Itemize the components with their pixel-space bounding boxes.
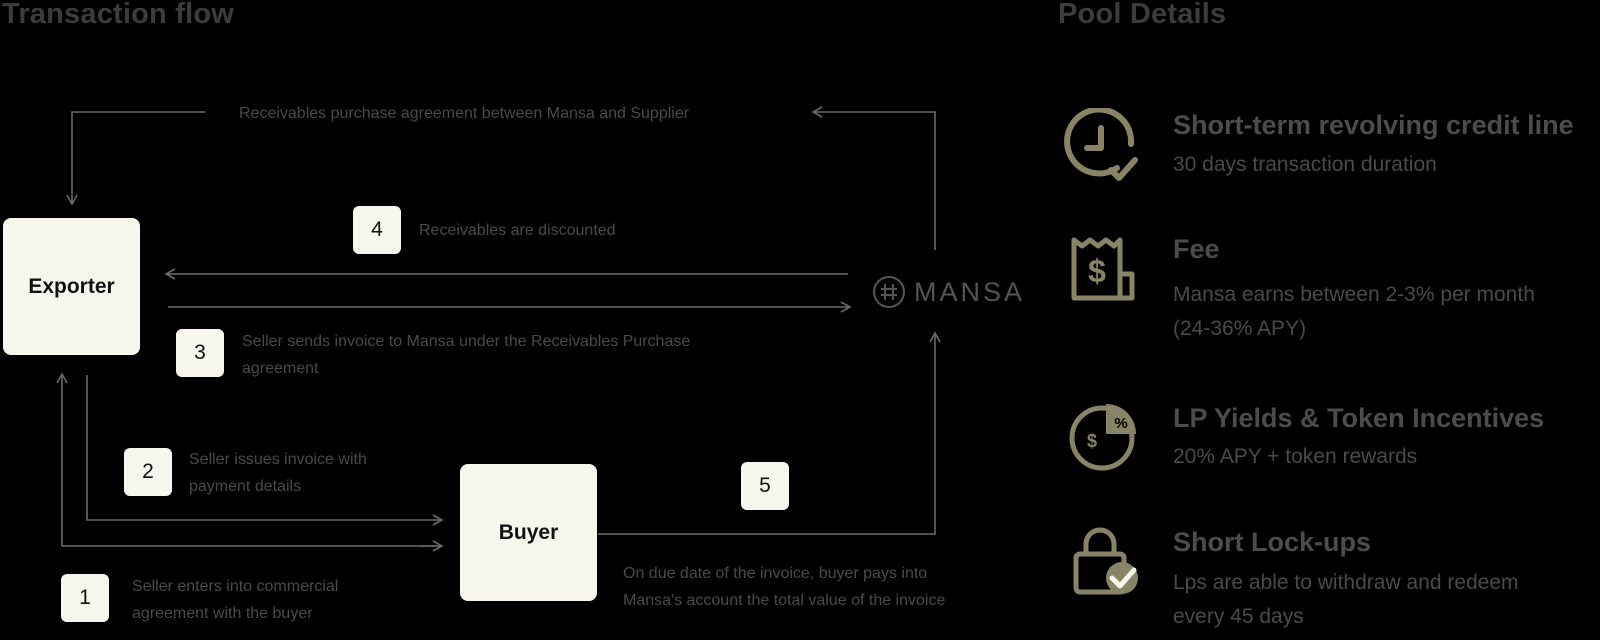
pool-item-3-title: LP Yields & Token Incentives <box>1173 403 1545 433</box>
clock-check-icon <box>1063 108 1139 184</box>
arrow-commercial-agreement <box>56 372 442 547</box>
pool-item-1-desc: 30 days transaction duration <box>1173 153 1437 176</box>
svg-text:$: $ <box>1088 253 1106 289</box>
mansa-logo-text: MANSA <box>914 277 1026 307</box>
mansa-logo-icon <box>872 275 906 309</box>
pool-details-title: Pool Details <box>1058 0 1227 30</box>
step-5-badge: 5 <box>741 462 789 510</box>
pool-item-1-title: Short-term revolving credit line <box>1173 110 1574 140</box>
transaction-flow-title: Transaction flow <box>2 0 235 30</box>
step-2-text: Seller issues invoice with payment detai… <box>189 451 367 495</box>
svg-text:%: % <box>1114 415 1127 432</box>
arrow-agreement <box>811 106 936 250</box>
pool-item-3-desc: 20% APY + token rewards <box>1173 445 1418 468</box>
agreement-note: Receivables purchase agreement between M… <box>239 105 690 122</box>
step-1-text: Seller enters into commercial agreement … <box>132 578 339 622</box>
step-4-badge: 4 <box>353 206 401 254</box>
buyer-box: Buyer <box>460 464 597 601</box>
step-3-badge: 3 <box>176 329 224 377</box>
step-3-text: Seller sends invoice to Mansa under the … <box>242 333 691 377</box>
step-5-text: On due date of the invoice, buyer pays i… <box>623 565 946 609</box>
exporter-box: Exporter <box>3 218 140 355</box>
step-1-badge: 1 <box>61 574 109 622</box>
receipt-dollar-icon: $ <box>1068 234 1138 304</box>
pool-item-2-desc: Mansa earns between 2-3% per month (24-3… <box>1173 283 1535 340</box>
arrow-payment-to-mansa <box>598 331 941 535</box>
pie-percent-icon: % $ <box>1068 400 1140 472</box>
arrow-agreement-to-exporter <box>66 111 205 206</box>
pool-item-4-desc: Lps are able to withdraw and redeem ever… <box>1173 571 1519 628</box>
pool-item-2-title: Fee <box>1173 234 1220 264</box>
lock-check-icon <box>1072 526 1142 596</box>
arrow-invoice-to-buyer <box>86 375 444 526</box>
svg-text:$: $ <box>1087 431 1097 451</box>
step-2-badge: 2 <box>124 448 172 496</box>
pool-item-4-title: Short Lock-ups <box>1173 527 1372 557</box>
step-4-text: Receivables are discounted <box>419 222 616 239</box>
